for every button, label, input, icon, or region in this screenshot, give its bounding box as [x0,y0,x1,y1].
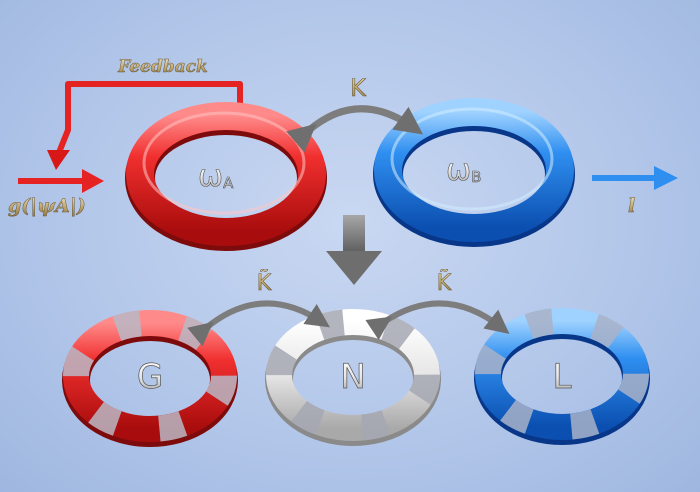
ring-a [125,102,327,251]
coupling-arrow-top [286,105,424,153]
ring-a-subscript: A [223,174,234,192]
input-label: g(|ψA|) [8,195,86,217]
ring-b-omega: ω [446,153,471,188]
coupling-label-top: K [350,74,367,102]
output-arrowhead [654,166,678,190]
ring-loss-label: L [553,357,572,397]
ring-b-subscript: B [471,168,481,186]
ring-b-symbol: ωB [446,153,481,188]
coupling-label-right: K̃ [437,270,452,296]
ring-gain-label: G [137,357,163,397]
coupling-label-left: K̃ [257,270,272,296]
feedback-arrowhead [47,150,70,170]
output-label: l [628,195,635,217]
coupling-arrow-left [187,300,330,347]
coupling-arrow-right [365,300,510,340]
ring-gain [62,310,238,447]
input-arrowhead [82,169,104,193]
ring-a-omega: ω [198,159,223,194]
ring-neutral [265,309,441,446]
transform-down-arrow [326,215,382,285]
ring-b [373,98,575,247]
feedback-label: Feedback [117,57,208,77]
feedback-path [55,81,243,158]
ring-neutral-label: N [340,357,365,397]
ring-a-symbol: ωA [198,159,234,194]
ring-loss [474,308,650,445]
